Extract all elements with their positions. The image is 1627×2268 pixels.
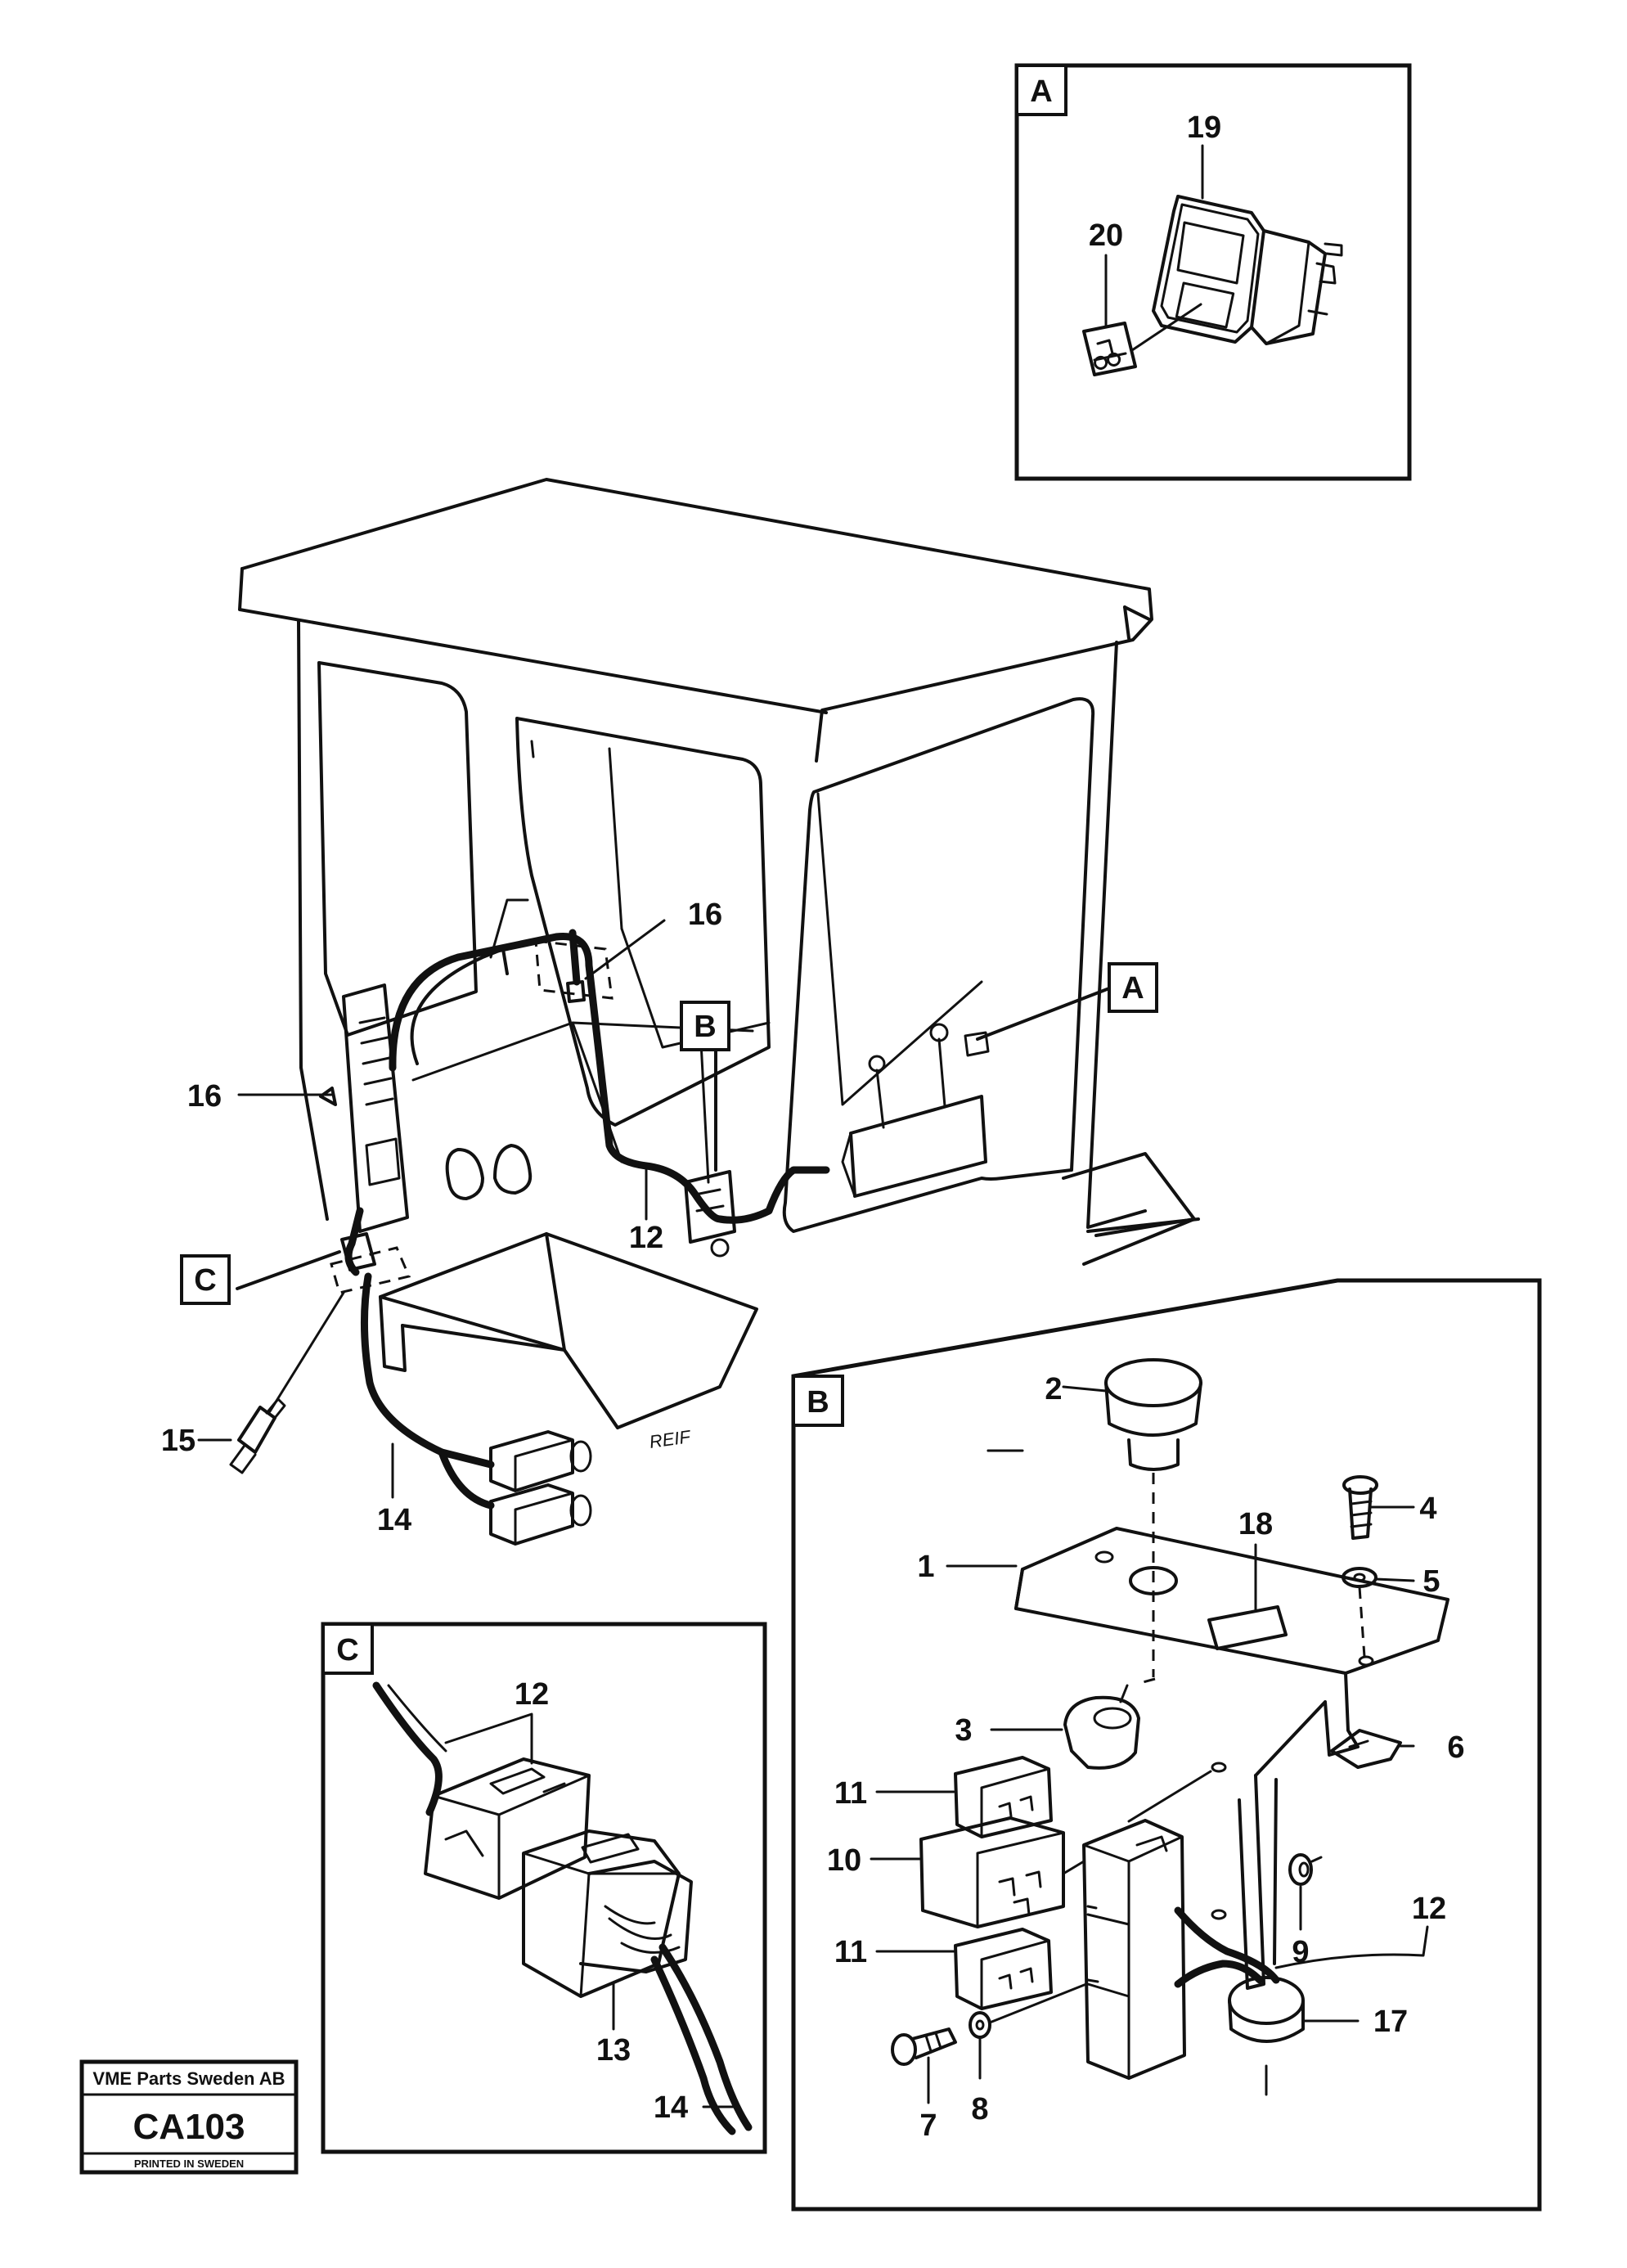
sensor: [229, 1397, 286, 1474]
detail-a-ref: A: [1030, 74, 1052, 109]
callout-16-left: 16: [187, 1079, 222, 1114]
callout-12-c: 12: [515, 1677, 549, 1712]
callout-1: 1: [917, 1550, 934, 1584]
grommet: [1228, 1976, 1305, 2043]
callout-9: 9: [1292, 1935, 1309, 1969]
callout-2: 2: [1045, 1372, 1062, 1406]
callout-16-cab: 16: [688, 898, 722, 932]
connector-housing: [424, 1757, 693, 1998]
title-drawing-number: CA103: [133, 2107, 245, 2147]
callout-14-main: 14: [377, 1503, 411, 1537]
cab-ref-a: A: [1121, 971, 1144, 1006]
nut-9: [1288, 1853, 1313, 1886]
callout-8: 8: [971, 2092, 988, 2126]
callout-11-lower: 11: [834, 1935, 867, 1969]
callout-18: 18: [1238, 1507, 1273, 1541]
callout-13: 13: [596, 2033, 631, 2068]
callout-12-main: 12: [629, 1221, 663, 1255]
cap: [1104, 1358, 1202, 1471]
callout-7: 7: [919, 2108, 937, 2143]
callout-5: 5: [1423, 1564, 1440, 1599]
relay-connectors: [489, 1430, 592, 1546]
relay-lower: [954, 1928, 1053, 2010]
rocker-switch: [1152, 195, 1343, 345]
bracket: [1014, 1527, 1449, 1990]
callout-10: 10: [827, 1843, 861, 1878]
relay-holder: [1082, 1819, 1186, 2080]
callout-19: 19: [1187, 110, 1221, 145]
cab-main-view: REIF A: [161, 478, 1200, 1546]
washer-5: [1342, 1567, 1378, 1588]
detail-b-panel: B: [791, 1278, 1542, 2212]
callout-6: 6: [1447, 1730, 1464, 1765]
title-printed: PRINTED IN SWEDEN: [134, 2158, 244, 2170]
cab-ref-b: B: [694, 1010, 716, 1044]
callout-15: 15: [161, 1424, 196, 1458]
detail-b-ref: B: [807, 1385, 829, 1420]
callout-3: 3: [955, 1713, 972, 1748]
detail-c-ref: C: [336, 1633, 358, 1667]
symbol-plate: [1082, 303, 1202, 376]
relay-middle: [919, 1816, 1065, 1928]
callout-11-upper: 11: [834, 1776, 867, 1811]
screw-7: [891, 2027, 957, 2066]
socket-3: [1063, 1684, 1140, 1770]
title-company: VME Parts Sweden AB: [92, 2068, 285, 2089]
callout-20: 20: [1089, 218, 1123, 253]
detail-c-panel: C 12 13 14: [321, 1622, 767, 2154]
title-block: VME Parts Sweden AB CA103 PRINTED IN SWE…: [79, 2059, 299, 2175]
detail-a-panel: A 19 20: [1014, 63, 1412, 481]
relay-upper: [954, 1756, 1053, 1838]
cab-ref-c: C: [194, 1263, 216, 1298]
callout-17: 17: [1373, 2005, 1408, 2039]
callout-14-c: 14: [654, 2090, 688, 2125]
callout-12-b: 12: [1412, 1892, 1446, 1926]
callout-4: 4: [1419, 1492, 1436, 1526]
screw-4: [1342, 1475, 1378, 1540]
artist-signature: REIF: [648, 1426, 693, 1452]
